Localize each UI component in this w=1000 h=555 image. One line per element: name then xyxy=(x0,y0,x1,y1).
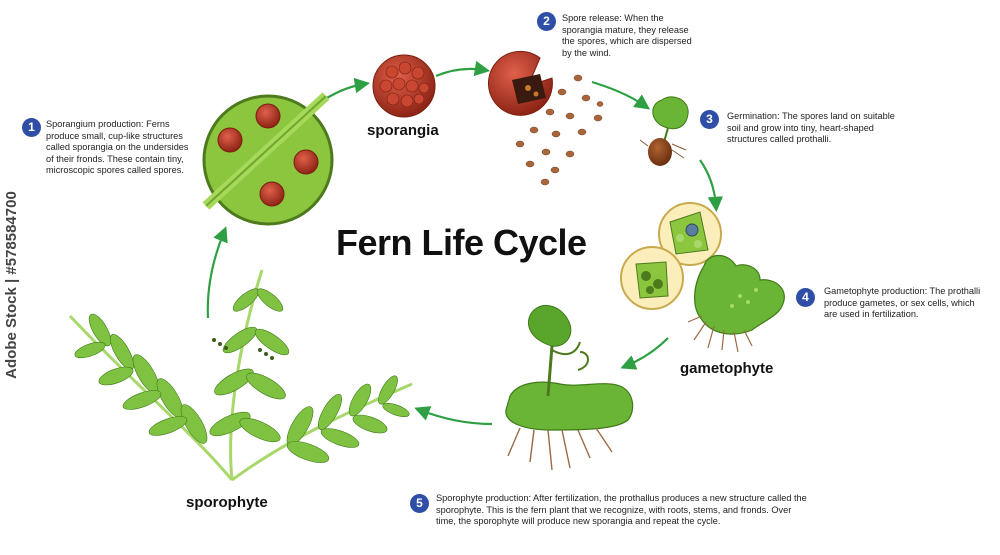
spore xyxy=(515,74,604,186)
frond-closeup xyxy=(202,92,334,226)
arrow-fern-to-frond xyxy=(206,226,228,319)
stage-4-description: Gametophyte production: The prothalli pr… xyxy=(824,286,981,319)
label-sporophyte: sporophyte xyxy=(186,494,268,511)
spore-release-icon xyxy=(487,50,604,186)
gametophyte-icon xyxy=(687,254,785,353)
stage-5-description: Sporophyte production: After fertilizati… xyxy=(436,493,807,526)
stage-5-badge: 5 xyxy=(410,494,429,513)
stage-3-description: Germination: The spores land on suitable… xyxy=(727,111,895,144)
young-sporophyte-icon xyxy=(505,305,634,471)
sori-dots xyxy=(212,338,274,360)
label-sporangia: sporangia xyxy=(367,122,439,139)
label-gametophyte: gametophyte xyxy=(680,360,774,377)
sporangia-icon xyxy=(372,54,436,118)
stage-4-badge: 4 xyxy=(796,288,815,307)
diagram-title: Fern Life Cycle xyxy=(336,222,587,263)
fern-plant-icon xyxy=(68,269,413,482)
sporangium-dot xyxy=(217,103,319,207)
cycle-arrows xyxy=(206,60,723,426)
stage-2-description: Spore release: When the sporangia mature… xyxy=(562,13,692,58)
germinating-spore-icon xyxy=(639,96,689,166)
arrow-young-to-fern xyxy=(414,406,493,426)
arrow-germination-to-gametophyte xyxy=(699,159,723,213)
stage-1-description: Sporangium production: Ferns produce sma… xyxy=(46,119,189,175)
arrow-release-to-germination xyxy=(591,80,651,110)
gamete-closeup xyxy=(620,202,722,310)
arrow-sporangia-to-release xyxy=(435,60,491,78)
stage-2-badge: 2 xyxy=(537,12,556,31)
arrow-gametophyte-to-sporophyte xyxy=(620,337,669,370)
stock-watermark: Adobe Stock | #578584700 xyxy=(3,191,20,379)
stage-1-badge: 1 xyxy=(22,118,41,137)
stage-3-badge: 3 xyxy=(700,110,719,129)
